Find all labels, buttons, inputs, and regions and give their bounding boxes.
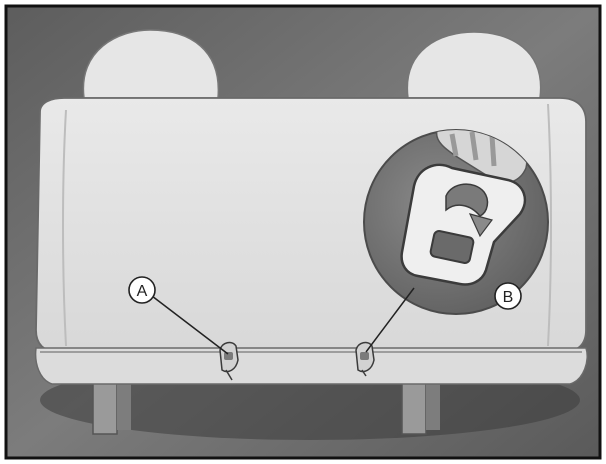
callout-b-label: B (503, 289, 514, 306)
seat-cushion (36, 348, 588, 384)
callout-a-label: A (137, 283, 148, 300)
callout-a: A (129, 277, 155, 303)
callout-b: B (495, 283, 521, 309)
